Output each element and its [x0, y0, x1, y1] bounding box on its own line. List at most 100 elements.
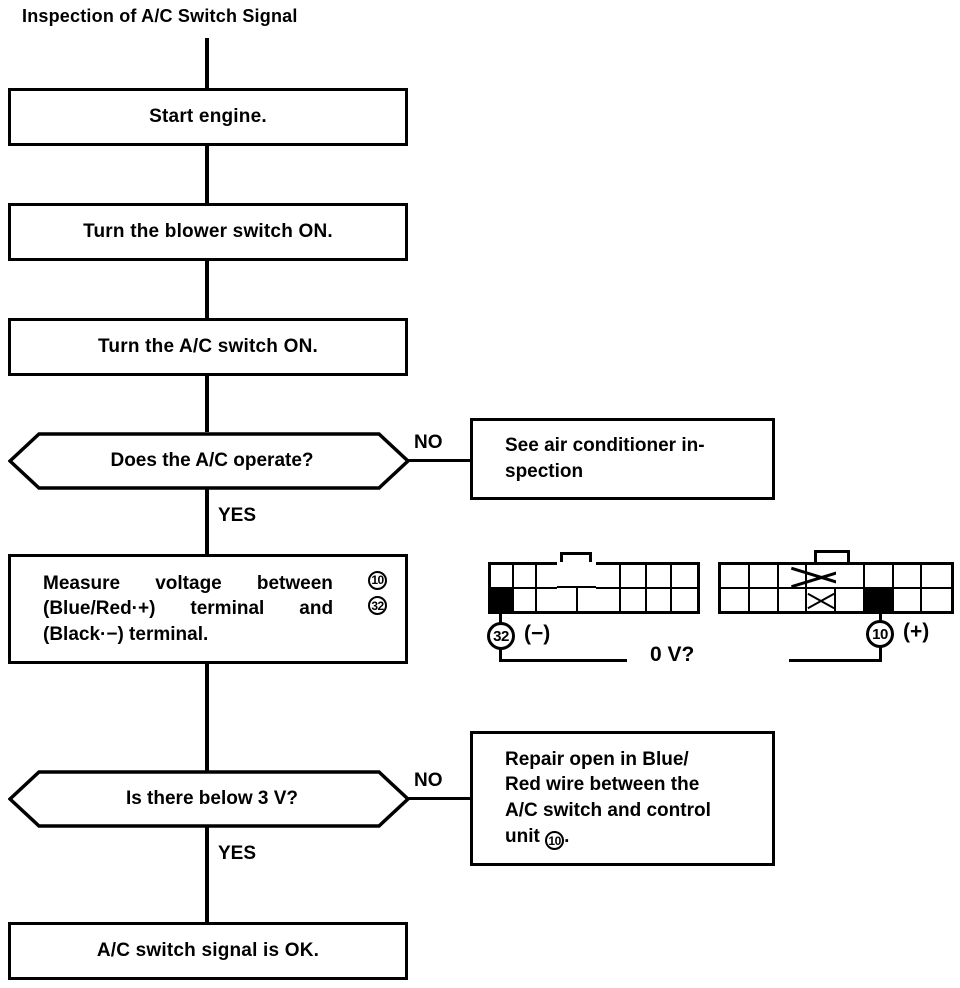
pin-grid-10 [718, 562, 954, 614]
terminal-circle-10: 10 [866, 620, 894, 648]
pin-row-top-gap [557, 562, 599, 586]
measure-line-2: (Blue/Red·+) terminal and 32 [43, 596, 387, 622]
pin-cell [893, 565, 923, 587]
pin-cell [721, 565, 750, 587]
measure-line-3: (Black·−) terminal. [43, 623, 209, 645]
pin-cell-crossed [807, 565, 836, 587]
pin-cell [536, 565, 560, 587]
connector-tab-notch [560, 552, 592, 564]
pin-cell [621, 565, 647, 587]
pin-cell [836, 565, 865, 587]
measure-word: and [299, 598, 334, 620]
outcome-line: See air conditioner in- [505, 435, 705, 457]
outcome-line: Red wire between the [505, 774, 700, 796]
probe-wire-negative [499, 659, 627, 662]
pin-cell [671, 589, 697, 611]
pin-cell [749, 589, 779, 611]
connector-diagram-10 [718, 550, 954, 614]
connector-line-decision2-to-result [205, 827, 209, 922]
pin-row-top [721, 565, 951, 589]
pin-row-top [491, 565, 560, 589]
result-label: A/C switch signal is OK. [96, 940, 320, 961]
terminal-polarity-negative: (−) [524, 622, 551, 645]
callout-lead-10-lower [879, 646, 882, 662]
measure-word: voltage [155, 572, 222, 594]
measurement-reading-label: 0 V? [650, 643, 695, 666]
outcome-line: Repair open in Blue/ [505, 748, 689, 770]
callout-lead-10 [879, 610, 882, 624]
callout-lead-32-lower [499, 648, 502, 662]
connector-line-decision1-no [408, 459, 472, 462]
result-box-ac-switch-signal-ok[interactable]: A/C switch signal is OK. [8, 922, 408, 980]
pin-cell [922, 589, 951, 611]
callout-lead-32 [499, 610, 502, 626]
pin-cell-crossed [807, 589, 836, 611]
pin-cell [596, 565, 622, 587]
step-box-ac-switch-on[interactable]: Turn the A/C switch ON. [8, 318, 408, 376]
decision-is-there-below-3v[interactable]: Is there below 3 V? [8, 770, 410, 828]
step-box-start-engine[interactable]: Start engine. [8, 88, 408, 146]
pin-cell [491, 565, 514, 587]
terminal-number-10-icon: 10 [545, 831, 565, 851]
connector-line-measure-to-decision2 [205, 663, 209, 773]
terminal-number-10-icon: 10 [368, 570, 387, 590]
pin-row-bottom [721, 589, 951, 611]
measure-line-1: Measure voltage between 10 [43, 570, 387, 597]
pin-row-bottom [491, 589, 560, 611]
step-label: Turn the blower switch ON. [83, 221, 333, 242]
measure-text: Measure voltage between 10 (Blue/Red·+) … [11, 570, 405, 648]
outcome-box-repair-open-blue-red-wire[interactable]: Repair open in Blue/ Red wire between th… [470, 731, 775, 866]
measure-word: Measure [43, 572, 121, 594]
terminal-number: 32 [493, 627, 509, 645]
pin-cell [721, 589, 750, 611]
outcome-box-see-air-conditioner-inspection[interactable]: See air conditioner in- spection [470, 418, 775, 500]
measure-word: terminal [190, 598, 265, 620]
terminal-number-32-icon: 32 [368, 596, 387, 616]
pin-row-top [596, 565, 697, 589]
branch-label-no-1: NO [414, 432, 443, 453]
pin-grid-mid-section [557, 562, 599, 614]
connector-tab-notch [814, 550, 850, 564]
pin-cell [514, 565, 537, 587]
connector-line-decision1-to-measure [205, 489, 209, 554]
decision-label: Is there below 3 V? [125, 788, 299, 809]
connector-line-title-to-start [205, 38, 209, 90]
connector-diagram-32 [488, 552, 700, 614]
pin-cell-32-filled [491, 589, 514, 611]
step-label: Turn the A/C switch ON. [98, 336, 318, 357]
pin-cell [557, 587, 578, 611]
decision-does-ac-operate[interactable]: Does the A/C operate? [8, 432, 410, 490]
page-title: Inspection of A/C Switch Signal [22, 6, 298, 26]
pin-grid-left-section [488, 562, 560, 614]
branch-label-yes-1: YES [218, 505, 257, 526]
pin-cell [596, 589, 622, 611]
outcome-line: spection [505, 461, 584, 482]
pin-cell-gap [557, 562, 599, 586]
pin-cell [893, 589, 923, 611]
measure-word: (Blue/Red·+) [43, 598, 156, 620]
probe-wire-positive [789, 659, 882, 662]
decision-label: Does the A/C operate? [110, 450, 314, 471]
connector-line-start-to-blower [205, 144, 209, 205]
pin-cell [864, 565, 894, 587]
pin-cell [536, 589, 560, 611]
pin-cell [749, 565, 779, 587]
terminal-number: 10 [872, 625, 888, 643]
outcome-line: A/C switch and control [505, 800, 711, 822]
pin-cell [646, 589, 672, 611]
terminal-circle-32: 32 [487, 622, 515, 650]
outcome-word: unit [505, 825, 540, 847]
step-label: Start engine. [149, 106, 267, 127]
pin-cell-10-filled [864, 589, 894, 611]
step-box-blower-switch-on[interactable]: Turn the blower switch ON. [8, 203, 408, 261]
pin-cell [778, 589, 808, 611]
connector-line-decision2-no [408, 797, 472, 800]
measure-word: between [256, 572, 333, 594]
pin-cell [621, 589, 647, 611]
pin-cell [514, 589, 537, 611]
branch-label-no-2: NO [414, 770, 443, 791]
pin-cell [836, 589, 865, 611]
pin-cell [578, 587, 599, 611]
outcome-period: . [564, 825, 570, 847]
instruction-box-measure-voltage[interactable]: Measure voltage between 10 (Blue/Red·+) … [8, 554, 408, 664]
